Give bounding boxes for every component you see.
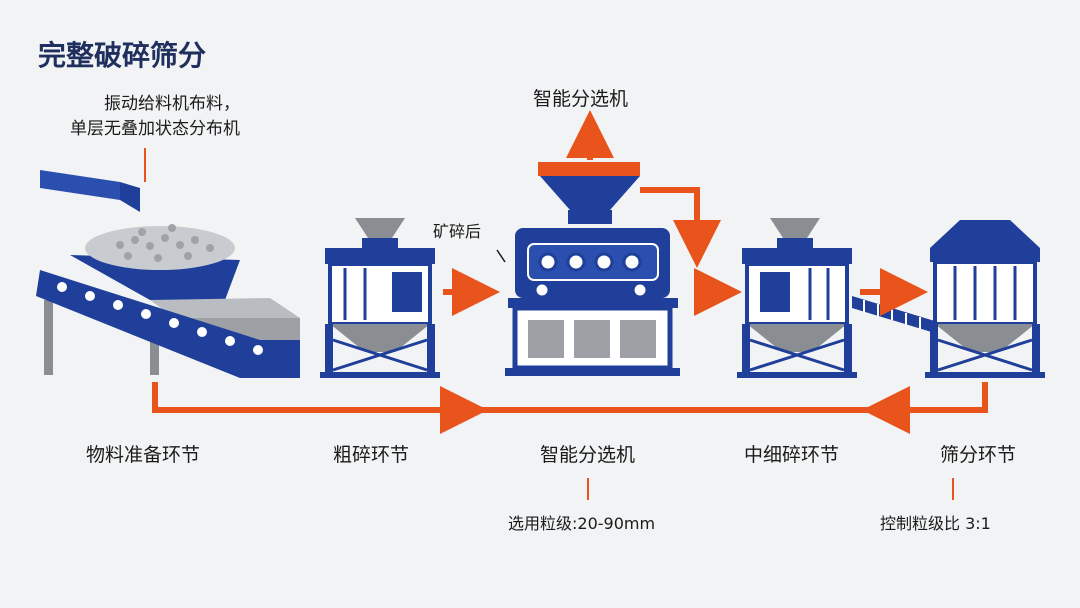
feeder-conveyor [36, 148, 300, 378]
stage-label-fine: 中细碎环节 [744, 444, 840, 466]
coarse-crusher [320, 218, 440, 378]
sorter-note: 选用粒级:20-90mm [508, 514, 656, 533]
arrow-return-left [152, 382, 488, 434]
stage-label-coarse: 粗碎环节 [333, 444, 410, 466]
flow-arrows [152, 110, 988, 434]
stage-label-screening: 筛分环节 [940, 444, 1017, 466]
arrow-sorter-down [640, 187, 721, 268]
feeder-note: 振动给料机布料， 单层无叠加状态分布机 [70, 94, 240, 139]
screening-note: 控制粒级比 3:1 [880, 514, 991, 533]
stage-label-sorter: 智能分选机 [540, 444, 636, 466]
page-title: 完整破碎筛分 [38, 39, 207, 72]
top-sorter-label: 智能分选机 [533, 88, 629, 110]
stage-label-preparation: 物料准备环节 [86, 444, 201, 466]
fine-crusher [737, 218, 938, 378]
intelligent-sorter [496, 162, 680, 376]
arrow-to-fine [694, 268, 742, 316]
after-crush-label: 矿碎后 [433, 222, 482, 241]
arrow-return-right [862, 382, 988, 434]
screening-machine [925, 220, 1045, 378]
